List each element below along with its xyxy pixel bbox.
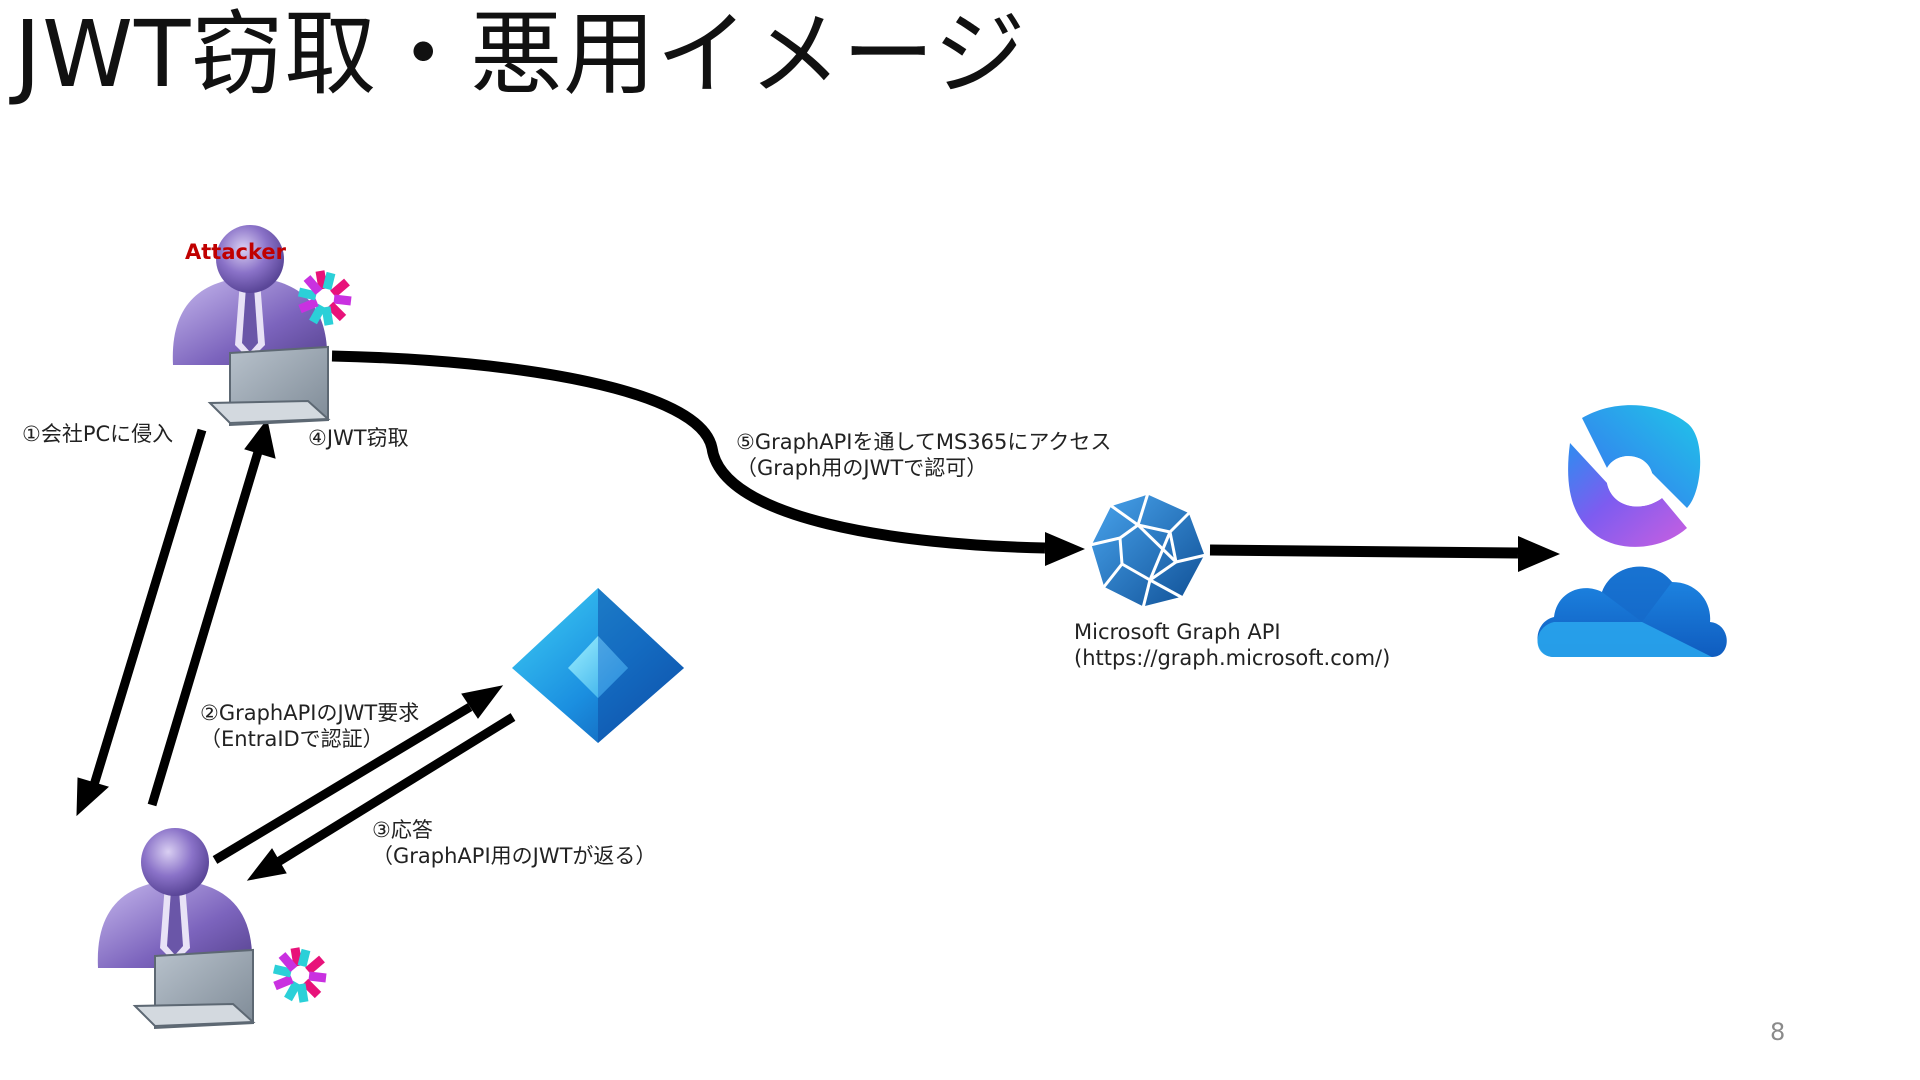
page-number: 8 (1770, 1018, 1786, 1046)
step3-label-line1: ③応答 (372, 818, 433, 842)
entra-id-icon (512, 588, 684, 743)
victim-user-icon (97, 828, 256, 1030)
step3-label-line2: （GraphAPI用のJWTが返る） (372, 844, 657, 868)
step4-label: ④JWT窃取 (308, 426, 409, 450)
step1-label: ①会社PCに侵入 (22, 422, 174, 446)
arrow-step4-theft (147, 418, 276, 807)
arrow-step1-intrusion (76, 428, 207, 817)
step5-label-line2: （Graph用のJWTで認可） (736, 456, 988, 480)
arrow-step2-request (212, 685, 504, 864)
step2-label-line1: ②GraphAPIのJWT要求 (200, 701, 420, 725)
attacker-label: Attacker (185, 240, 286, 264)
arrow-graph-to-m365 (1209, 536, 1560, 572)
graph-api-name: Microsoft Graph API (1074, 620, 1281, 644)
microsoft-graph-icon (1088, 491, 1208, 610)
attacker-user-icon (172, 225, 331, 427)
arrow-step3-response (246, 713, 516, 881)
jwt-logo-icon (272, 947, 327, 1003)
step2-label-line2: （EntraIDで認証） (200, 727, 384, 751)
onedrive-icon (1537, 566, 1727, 657)
step5-label-line1: ⑤GraphAPIを通してMS365にアクセス (736, 430, 1112, 454)
microsoft-365-icon (1568, 405, 1701, 547)
arrow-step5-graph-access (331, 350, 1085, 566)
graph-api-url: (https://graph.microsoft.com/) (1074, 646, 1391, 670)
slide-title: JWT窃取・悪用イメージ (14, 1, 1027, 108)
jwt-logo-icon (297, 270, 352, 326)
